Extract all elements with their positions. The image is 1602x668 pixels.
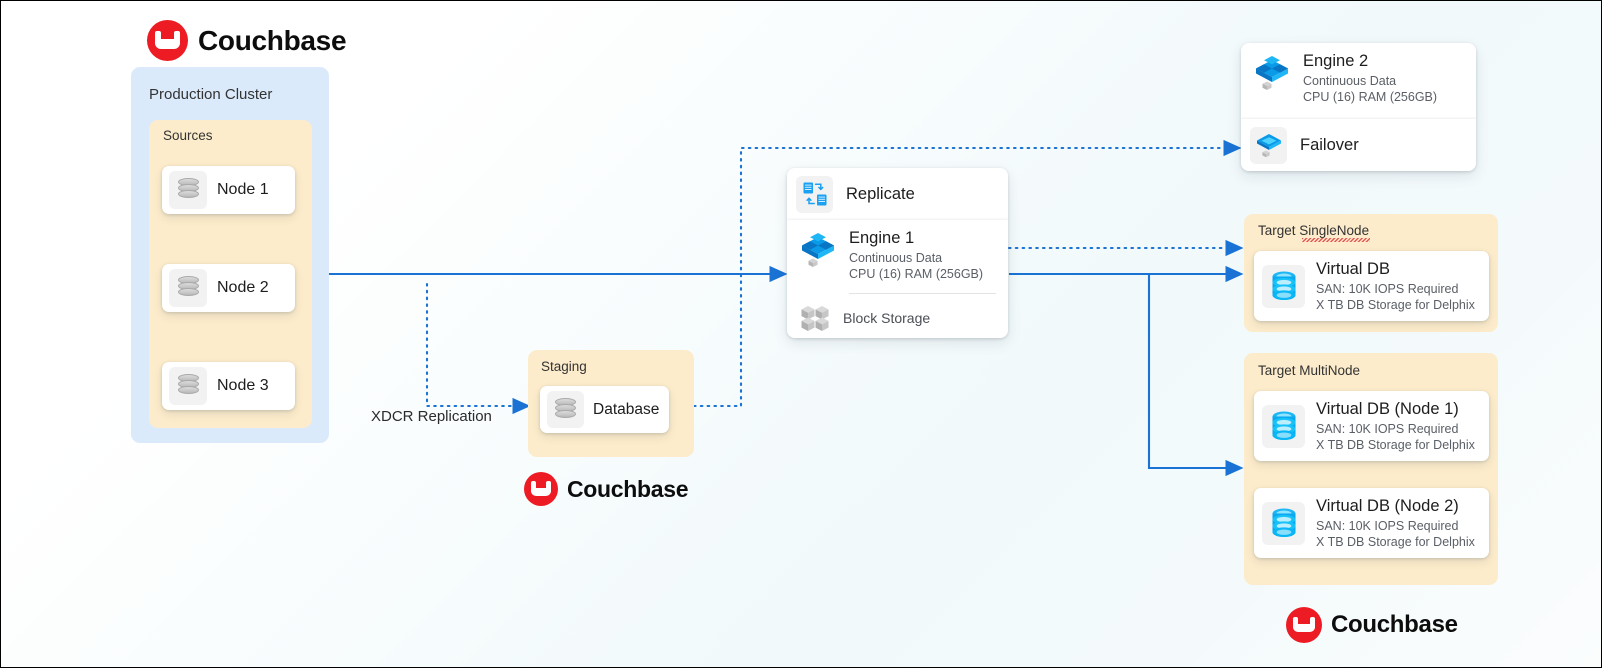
virtual-db-detail-line: SAN: 10K IOPS Required	[1316, 422, 1459, 436]
couchbase-wordmark: Couchbase	[567, 475, 689, 502]
virtual-db-detail-line: SAN: 10K IOPS Required	[1316, 519, 1459, 533]
production-cluster-label: Production Cluster	[149, 86, 273, 103]
couchbase-logo-staging: Couchbase	[524, 472, 689, 506]
replicate-icon	[796, 175, 833, 213]
replicate-label: Replicate	[846, 184, 915, 203]
target-multinode-label: Target MultiNode	[1258, 363, 1361, 378]
virtual-db-name: Virtual DB	[1316, 260, 1390, 278]
source-node-name: Node 3	[217, 377, 269, 394]
xdcr-replication-label: XDCR Replication	[371, 408, 492, 425]
virtual-db-detail-line: X TB DB Storage for Delphix	[1316, 438, 1475, 452]
database-cylinder-icon	[169, 367, 207, 405]
replicate-row[interactable]: Replicate	[787, 168, 1008, 220]
edge-node2-to-staging	[425, 282, 531, 415]
engine2-row[interactable]: Engine 2 Continuous Data CPU (16) RAM (2…	[1241, 43, 1476, 119]
couchbase-wordmark: Couchbase	[198, 24, 347, 56]
engine-cube-icon	[796, 228, 840, 272]
sources-label: Sources	[163, 128, 213, 143]
engine1-panel[interactable]: Replicate	[787, 168, 1008, 338]
staging-database-name: Database	[593, 400, 660, 418]
engine1-row[interactable]: Engine 1 Continuous Data CPU (16) RAM (2…	[787, 220, 1008, 298]
couchbase-mark-icon	[147, 20, 188, 61]
virtual-db-icon	[1262, 404, 1305, 448]
virtual-db-card[interactable]: Virtual DB SAN: 10K IOPS Required X TB D…	[1254, 251, 1489, 321]
failover-diamond-icon	[1250, 126, 1287, 164]
failover-label: Failover	[1300, 135, 1359, 154]
virtual-db-name: Virtual DB (Node 2)	[1316, 497, 1459, 515]
couchbase-mark-icon	[524, 472, 558, 506]
database-cylinder-icon	[169, 269, 207, 307]
couchbase-logo-target: Couchbase	[1286, 607, 1458, 643]
engine1-name: Engine 1	[849, 229, 915, 247]
target-singlenode-label: Target SingleNode	[1258, 223, 1371, 242]
source-node-name: Node 2	[217, 279, 269, 296]
block-storage-row[interactable]: Block Storage	[787, 298, 1008, 338]
virtual-db-icon	[1262, 501, 1305, 545]
virtual-db-name: Virtual DB (Node 1)	[1316, 400, 1459, 418]
engine2-detail-line: CPU (16) RAM (256GB)	[1303, 90, 1438, 104]
block-storage-icon	[796, 301, 834, 335]
engine2-detail-line: Continuous Data	[1303, 74, 1397, 88]
block-storage-label: Block Storage	[843, 310, 931, 326]
staging-database-card[interactable]: Database	[540, 386, 678, 442]
virtual-db-detail-line: SAN: 10K IOPS Required	[1316, 282, 1459, 296]
virtual-db-icon	[1262, 264, 1305, 308]
database-cylinder-icon	[169, 171, 207, 209]
engine-cube-icon	[1250, 51, 1294, 95]
database-cylinder-icon	[547, 391, 584, 428]
engine1-detail-line: CPU (16) RAM (256GB)	[849, 267, 984, 281]
virtual-db-detail-line: X TB DB Storage for Delphix	[1316, 298, 1475, 312]
virtual-db-card[interactable]: Virtual DB (Node 1) SAN: 10K IOPS Requir…	[1254, 391, 1489, 461]
source-node-name: Node 1	[217, 181, 269, 198]
source-node-card[interactable]: Node 1	[162, 166, 304, 223]
edge-engine1-to-multinode	[1147, 274, 1244, 477]
virtual-db-detail-line: X TB DB Storage for Delphix	[1316, 535, 1475, 549]
couchbase-mark-icon	[1286, 607, 1322, 643]
couchbase-wordmark: Couchbase	[1331, 611, 1458, 638]
engine1-detail-line: Continuous Data	[849, 251, 943, 265]
panel-divider	[849, 293, 996, 294]
source-node-card[interactable]: Node 2	[162, 264, 304, 321]
failover-row[interactable]: Failover	[1241, 119, 1476, 171]
virtual-db-card[interactable]: Virtual DB (Node 2) SAN: 10K IOPS Requir…	[1254, 488, 1489, 558]
couchbase-logo-top: Couchbase	[147, 20, 347, 61]
source-node-card[interactable]: Node 3	[162, 362, 304, 419]
engine2-name: Engine 2	[1303, 52, 1369, 70]
staging-label: Staging	[541, 359, 587, 374]
engine2-panel[interactable]: Engine 2 Continuous Data CPU (16) RAM (2…	[1241, 43, 1476, 171]
